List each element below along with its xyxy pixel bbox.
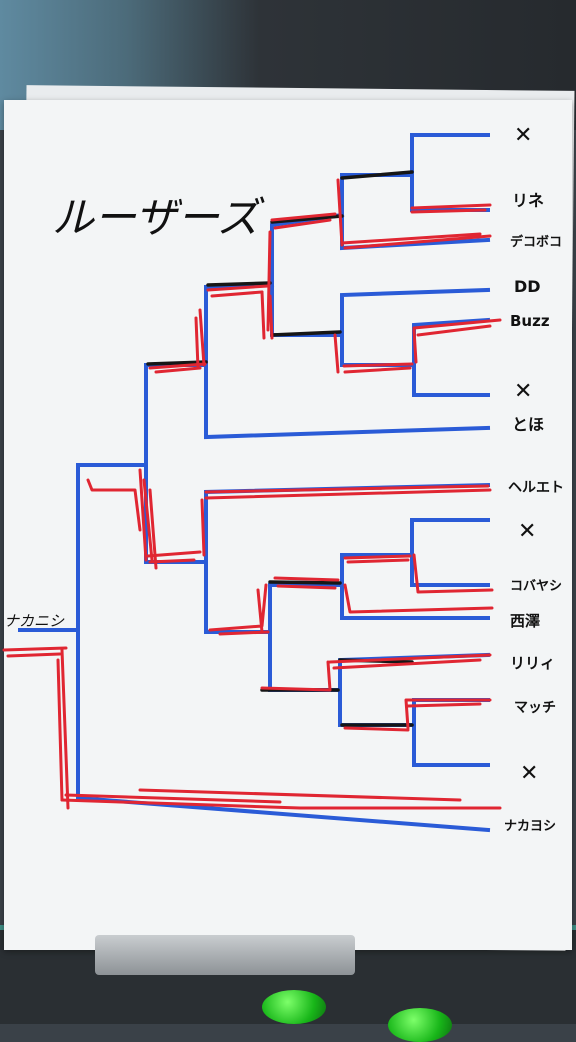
red-mark-k-top [273, 576, 340, 590]
entry-label: デコボコ [510, 234, 562, 250]
red-mark-kobayashi [412, 553, 494, 594]
red-mark-f-vert [194, 308, 206, 370]
entry-label: ✕ [514, 123, 532, 148]
red-mark-l-vert [200, 498, 206, 557]
green-knob-left [262, 990, 326, 1024]
entry-label: ✕ [518, 519, 536, 544]
red-mark-dekoboko [340, 232, 492, 250]
clipboard-clip [95, 935, 355, 975]
red-mark-b-vert [336, 178, 344, 247]
red-mark-h-top [343, 554, 412, 564]
entry-label: ✕ [520, 761, 538, 786]
match-i-line [412, 698, 490, 767]
match-k-line [268, 583, 344, 692]
red-mark-match [404, 698, 492, 730]
entry-label: DD [514, 277, 541, 296]
entry-label: コバヤシ [510, 579, 562, 594]
entry-label: ヘルエト [508, 480, 564, 496]
red-mark-f-win [148, 362, 207, 374]
black-mark-c [270, 330, 342, 337]
bracket-title: ルーザーズ [52, 193, 265, 242]
entry-label: ナカヨシ [504, 819, 556, 834]
red-mark-champion [2, 646, 68, 658]
champion-label: ナカニシ [4, 612, 65, 630]
red-mark-m-win [146, 550, 202, 564]
entry-label: Buzz [510, 312, 550, 330]
entry-label: とほ [512, 415, 544, 434]
red-mark-c-win [342, 328, 418, 374]
entry-label: ✕ [514, 379, 532, 404]
entry-labels: ✕ リネ デコボコ DD Buzz ✕ とほ ヘルエト ✕ コバヤシ 西澤 リリ… [504, 123, 564, 834]
black-marker [146, 170, 414, 727]
entry-label: リリィ [510, 654, 555, 672]
red-mark-heruet [204, 484, 492, 500]
red-mark-j-win [260, 660, 332, 692]
red-mark-k-win [208, 583, 270, 636]
red-mark-d-vert [333, 333, 340, 374]
match-m-line [144, 363, 208, 564]
match-f-line [204, 282, 491, 440]
black-mark-a [340, 170, 414, 180]
match-a-line [410, 133, 490, 212]
red-marker [2, 178, 502, 810]
match-g-line [410, 518, 490, 587]
red-mark-nishizawa [343, 583, 494, 614]
red-mark-rine [410, 203, 492, 214]
black-mark-b [270, 214, 344, 224]
entry-label: マッチ [514, 700, 556, 716]
entry-label: 西澤 [510, 612, 540, 630]
red-mark-e-vert [260, 230, 274, 340]
red-mark-final-vert [56, 648, 70, 810]
match-e-line [270, 212, 345, 337]
red-mark-n-scribble [86, 478, 142, 532]
red-mark-e-win [206, 284, 270, 298]
match-c-line [412, 317, 491, 397]
black-mark-f [268, 580, 342, 585]
red-mark-final-bottom [60, 788, 502, 810]
red-mark-buzz [412, 318, 502, 337]
red-mark-b-win [270, 212, 337, 230]
entry-label: リネ [512, 191, 544, 210]
black-mark-d [206, 281, 272, 287]
red-mark-riri [328, 653, 492, 670]
red-mark-i-win [343, 726, 410, 732]
